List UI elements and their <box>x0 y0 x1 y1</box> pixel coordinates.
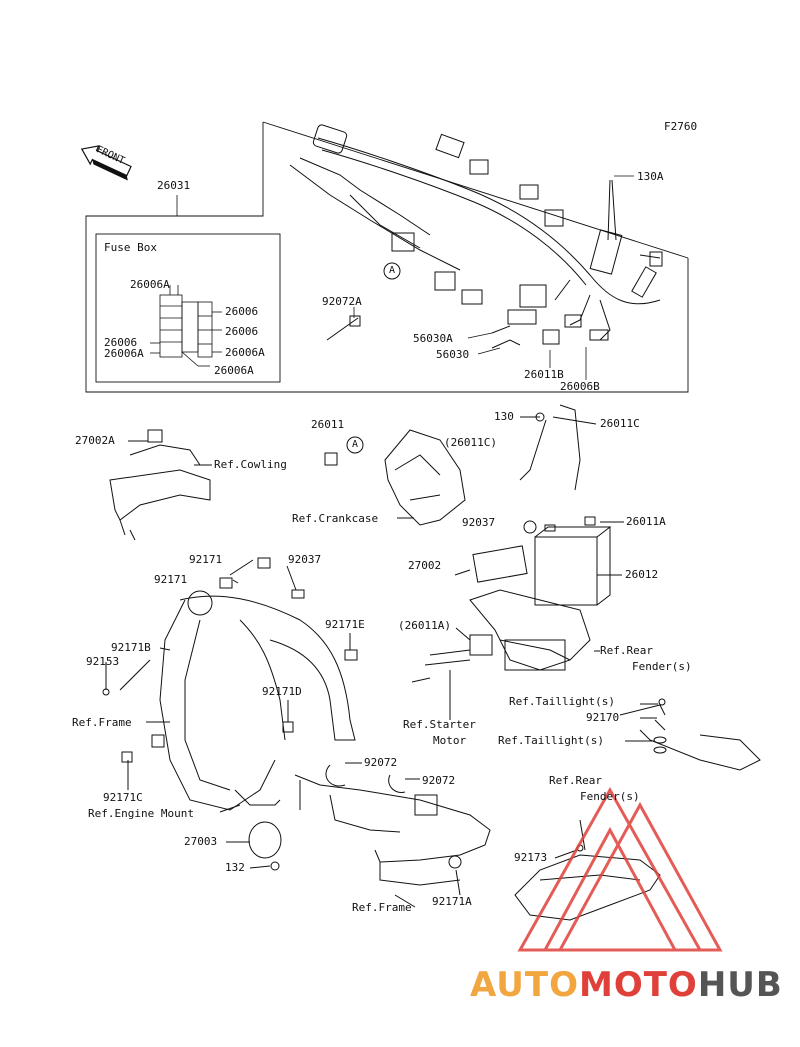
callout-92171-b: 92171 <box>154 573 188 586</box>
ref-cowling: Ref.Cowling <box>214 458 287 471</box>
ref-starter-motor-b: Motor <box>433 734 467 747</box>
taillight-illustration <box>619 698 761 771</box>
fuse-label-26006A-bottom: 26006A <box>214 364 254 377</box>
callout-92171E: 92171E <box>325 618 365 631</box>
harness-box-outline <box>85 122 689 393</box>
fuse-label-26006-l1: 26006 <box>104 336 138 349</box>
callout-27002A: 27002A <box>75 434 115 447</box>
fuse-label-26006-r1: 26006 <box>225 305 259 318</box>
ref-rear-fender-2: Ref.Rear <box>549 774 602 787</box>
callout-92072-a: 92072 <box>364 756 398 769</box>
fuse-box-frame <box>95 233 281 383</box>
callout-26011C: 26011C <box>600 417 640 430</box>
callout-27002: 27002 <box>408 559 442 572</box>
callout-92072A: 92072A <box>322 295 362 308</box>
callout-130A: 130A <box>637 170 664 183</box>
callout-a-circle-mid <box>346 436 364 454</box>
battery-illustration <box>519 404 624 606</box>
callout-92171B: 92171B <box>111 641 151 654</box>
ref-rear-fender-2b: Fender(s) <box>580 790 640 803</box>
callout-92170: 92170 <box>586 711 620 724</box>
watermark-part-hub: HUB <box>697 965 783 1005</box>
cowling-bracket-illustration <box>109 429 212 541</box>
callout-a-circle-top <box>383 262 401 280</box>
callout-27003: 27003 <box>184 835 218 848</box>
callout-26006B: 26006B <box>560 380 600 393</box>
watermark-brand: AUTOMOTOHUB <box>470 965 783 1005</box>
callout-26011C-paren: (26011C) <box>444 436 497 449</box>
callout-92173: 92173 <box>514 851 548 864</box>
fuse-label-26006A-l2: 26006A <box>104 347 144 360</box>
callout-92171-a: 92171 <box>189 553 223 566</box>
callout-26011A-paren: (26011A) <box>398 619 451 632</box>
figure-code: F2760 <box>664 120 698 133</box>
callout-26011B: 26011B <box>524 368 564 381</box>
callout-92171D: 92171D <box>262 685 302 698</box>
callout-26012: 26012 <box>625 568 659 581</box>
callout-132: 132 <box>225 861 245 874</box>
leader-lines-top <box>176 175 634 380</box>
crankcase-illustration <box>324 429 466 526</box>
callout-26011: 26011 <box>311 418 345 431</box>
watermark-part-auto: AUTO <box>470 965 579 1005</box>
ref-starter-motor: Ref.Starter <box>403 718 476 731</box>
main-harness-illustration <box>289 124 663 349</box>
fuse-label-26006-r2: 26006 <box>225 325 259 338</box>
callout-92037-top: 92037 <box>462 516 496 529</box>
watermark-logo-icon <box>517 786 723 952</box>
ref-crankcase: Ref.Crankcase <box>292 512 379 525</box>
callout-a-mid: A <box>352 439 359 450</box>
callout-92037-mid: 92037 <box>288 553 322 566</box>
callout-56030: 56030 <box>436 348 470 361</box>
front-arrow-icon <box>80 145 132 181</box>
ref-frame-2: Ref.Frame <box>352 901 412 914</box>
watermark-part-moto: MOTO <box>578 965 698 1005</box>
ref-taillight-1: Ref.Taillight(s) <box>509 695 615 708</box>
subframe-illustration <box>294 762 491 908</box>
callout-26011A: 26011A <box>626 515 666 528</box>
callout-92171A: 92171A <box>432 895 472 908</box>
fuse-stack-graphic <box>150 285 222 367</box>
callout-56030A: 56030A <box>413 332 453 345</box>
ref-rear-fender-1b: Fender(s) <box>632 660 692 673</box>
ref-frame-1: Ref.Frame <box>72 716 132 729</box>
callout-a-top: A <box>389 265 396 276</box>
callout-26031: 26031 <box>157 179 191 192</box>
callout-92072-b: 92072 <box>422 774 456 787</box>
fuse-label-26006A-r3: 26006A <box>225 346 265 359</box>
ref-taillight-2: Ref.Taillight(s) <box>498 734 604 747</box>
ref-engine-mount: Ref.Engine Mount <box>88 807 194 820</box>
callout-130: 130 <box>494 410 514 423</box>
fuse-label-26006A-top: 26006A <box>130 278 170 291</box>
ref-rear-fender-1: Ref.Rear <box>600 644 653 657</box>
fuse-box-title: Fuse Box <box>104 241 157 254</box>
ecu-and-tray-illustration <box>411 545 600 720</box>
callout-92171C: 92171C <box>103 791 143 804</box>
harness-box-diagonal <box>262 121 689 259</box>
frame-illustration <box>102 557 358 871</box>
callout-92153: 92153 <box>86 655 120 668</box>
